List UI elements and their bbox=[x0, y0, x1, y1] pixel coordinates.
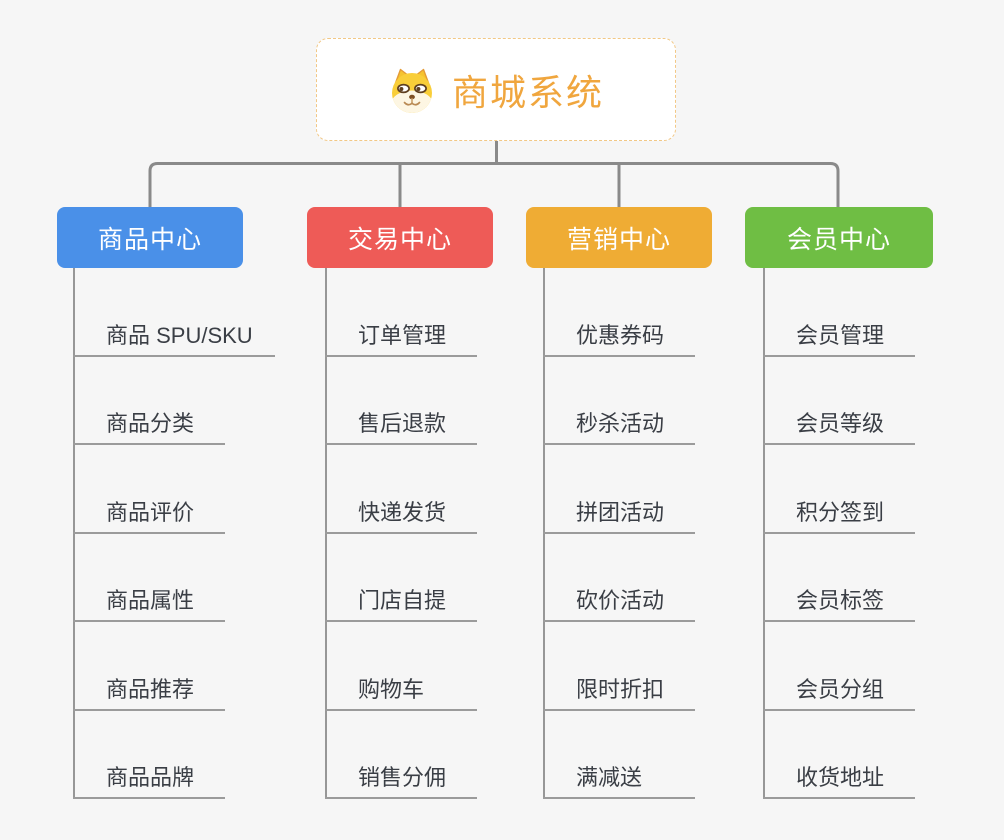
branch-children-product: 商品 SPU/SKU 商品分类 商品评价 商品属性 商品推荐 商品品牌 bbox=[73, 268, 275, 799]
child-node[interactable]: 商品分类 bbox=[73, 357, 225, 445]
child-node[interactable]: 会员标签 bbox=[763, 534, 915, 622]
branch-header-label: 会员中心 bbox=[786, 225, 891, 254]
branch-header-trade[interactable]: 交易中心 bbox=[307, 207, 493, 268]
branch-header-label: 营销中心 bbox=[566, 225, 671, 254]
branch-header-product[interactable]: 商品中心 bbox=[57, 207, 243, 268]
child-node[interactable]: 销售分佣 bbox=[325, 711, 477, 799]
child-node[interactable]: 优惠券码 bbox=[543, 268, 695, 357]
child-node[interactable]: 限时折扣 bbox=[543, 622, 695, 711]
child-node[interactable]: 商品推荐 bbox=[73, 622, 225, 711]
shiba-dog-icon bbox=[391, 68, 432, 113]
child-node[interactable]: 快递发货 bbox=[325, 445, 477, 534]
child-node[interactable]: 收货地址 bbox=[763, 711, 915, 799]
child-node[interactable]: 门店自提 bbox=[325, 534, 477, 622]
child-node[interactable]: 积分签到 bbox=[763, 445, 915, 534]
child-node[interactable]: 商品评价 bbox=[73, 445, 225, 534]
child-node[interactable]: 订单管理 bbox=[325, 268, 477, 357]
branch-children-marketing: 优惠券码 秒杀活动 拼团活动 砍价活动 限时折扣 满减送 bbox=[543, 268, 695, 799]
root-node[interactable]: 商城系统 bbox=[316, 38, 676, 141]
child-node[interactable]: 满减送 bbox=[543, 711, 695, 799]
child-node[interactable]: 拼团活动 bbox=[543, 445, 695, 534]
child-node[interactable]: 商品 SPU/SKU bbox=[73, 268, 275, 357]
branch-header-label: 商品中心 bbox=[97, 225, 202, 254]
branch-children-trade: 订单管理 售后退款 快递发货 门店自提 购物车 销售分佣 bbox=[325, 268, 477, 799]
branch-header-member[interactable]: 会员中心 bbox=[745, 207, 933, 268]
branch-header-label: 交易中心 bbox=[347, 225, 452, 254]
child-node[interactable]: 秒杀活动 bbox=[543, 357, 695, 445]
child-node[interactable]: 会员等级 bbox=[763, 357, 915, 445]
branch-header-marketing[interactable]: 营销中心 bbox=[526, 207, 712, 268]
root-title: 商城系统 bbox=[451, 71, 604, 113]
child-node[interactable]: 商品属性 bbox=[73, 534, 225, 622]
child-node[interactable]: 购物车 bbox=[325, 622, 477, 711]
child-node[interactable]: 会员分组 bbox=[763, 622, 915, 711]
child-node[interactable]: 商品品牌 bbox=[73, 711, 225, 799]
child-node[interactable]: 会员管理 bbox=[763, 268, 915, 357]
branch-children-member: 会员管理 会员等级 积分签到 会员标签 会员分组 收货地址 bbox=[763, 268, 915, 799]
child-node[interactable]: 砍价活动 bbox=[543, 534, 695, 622]
child-node[interactable]: 售后退款 bbox=[325, 357, 477, 445]
